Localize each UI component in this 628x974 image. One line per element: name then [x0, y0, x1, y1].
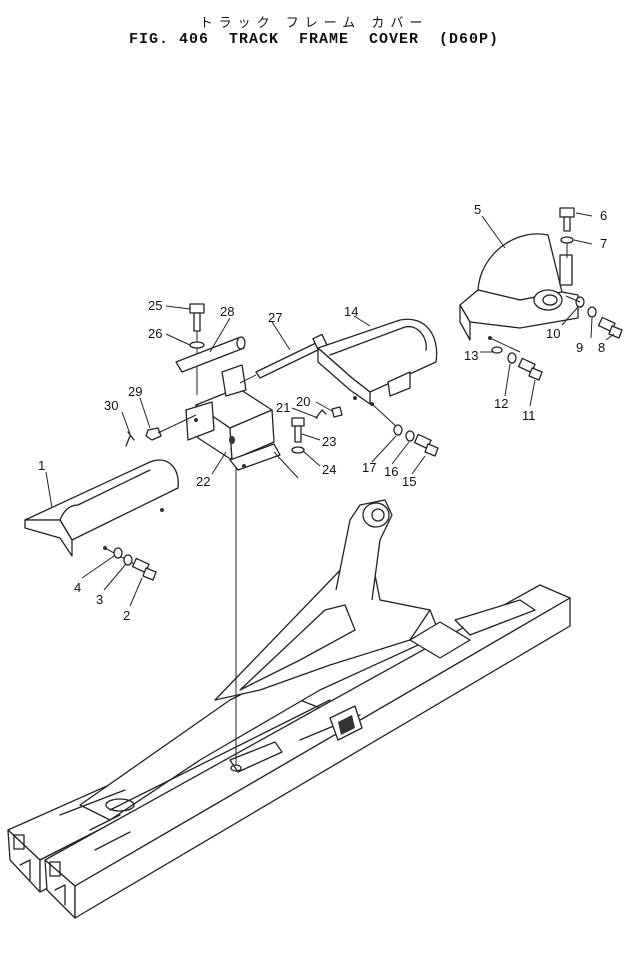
cover-part-1: [24, 459, 179, 557]
figure-title: FIG. 406 TRACK FRAME COVER (D60P): [128, 31, 500, 48]
callout-23: 23: [322, 434, 336, 449]
callout-22: 22: [196, 474, 210, 489]
callout-30: 30: [104, 398, 118, 413]
bolt-set-8-9-10: [565, 295, 623, 339]
callout-26: 26: [148, 326, 162, 341]
bolt-part-25: [189, 303, 205, 395]
callout-5: 5: [474, 202, 481, 217]
cover-part-14: [317, 318, 438, 406]
callout-16: 16: [384, 464, 398, 479]
pin-part-30: [125, 431, 135, 447]
pin-part-21: [315, 409, 327, 419]
callout-9: 9: [576, 340, 583, 355]
callout-6: 6: [600, 208, 607, 223]
bolt-set-11-12-13: [489, 337, 543, 381]
callout-12: 12: [494, 396, 508, 411]
bolt-part-6: [559, 207, 575, 232]
callout-24: 24: [322, 462, 336, 477]
cover-part-5: [459, 233, 579, 341]
bolt-set-15-16-17: [371, 403, 439, 457]
title-japanese: トラック フレーム カバー: [199, 16, 429, 31]
nut-part-20: [331, 406, 343, 418]
callout-14: 14: [344, 304, 358, 319]
shaft-part-28: [175, 336, 246, 373]
track-frame: [7, 499, 571, 919]
callout-28: 28: [220, 304, 234, 319]
callout-11: 11: [522, 408, 536, 423]
bracket-part-22: [185, 364, 281, 471]
callout-numbers: 1 2 3 4 5 6 7 8 9 10 11 12 13 14 15 16 1…: [38, 202, 607, 623]
callout-15: 15: [402, 474, 416, 489]
callout-29: 29: [128, 384, 142, 399]
callout-13: 13: [464, 348, 478, 363]
callout-8: 8: [598, 340, 605, 355]
nut-part-29: [145, 427, 162, 441]
bolt-part-23: [291, 417, 305, 443]
bolt-set-2-3-4: [104, 547, 157, 581]
callout-10: 10: [546, 326, 560, 341]
callout-27: 27: [268, 310, 282, 325]
washer-part-7: [560, 236, 574, 244]
callout-3: 3: [96, 592, 103, 607]
callout-25: 25: [148, 298, 162, 313]
callout-7: 7: [600, 236, 607, 251]
callout-21: 21: [276, 400, 290, 415]
callout-2: 2: [123, 608, 130, 623]
callout-leaders: [45, 212, 615, 607]
long-bolt-part-27: [239, 333, 328, 384]
callout-4: 4: [74, 580, 81, 595]
callout-17: 17: [362, 460, 376, 475]
callout-1: 1: [38, 458, 45, 473]
callout-20: 20: [296, 394, 310, 409]
washer-part-24: [291, 446, 305, 454]
